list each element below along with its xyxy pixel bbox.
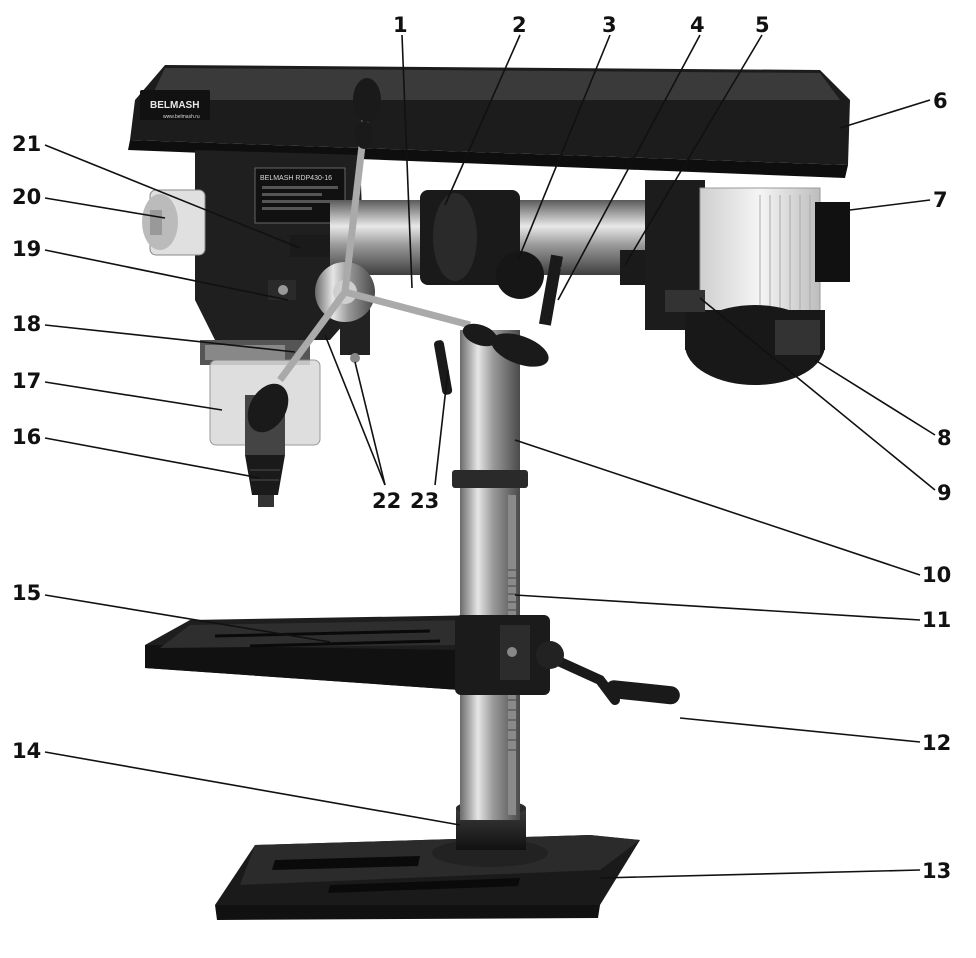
callout-9: 9	[937, 481, 952, 505]
brand-tagline: www.belmash.ru	[163, 114, 200, 120]
callout-14: 14	[12, 739, 41, 763]
leader-4	[557, 34, 701, 301]
callout-18: 18	[12, 312, 41, 336]
work-table	[145, 615, 490, 690]
leader-8	[814, 359, 936, 436]
callout-22: 22	[372, 489, 401, 513]
feed-handles	[247, 78, 549, 433]
leader-5	[624, 34, 763, 266]
leader-7	[849, 199, 931, 211]
leader-18	[44, 324, 296, 353]
callout-21: 21	[12, 132, 41, 156]
callout-8: 8	[937, 426, 952, 450]
callout-20: 20	[12, 185, 41, 209]
nameplate-title: BELMASH RDP430-16	[260, 175, 332, 182]
leader-13	[599, 869, 921, 879]
leader-17	[44, 381, 223, 411]
callout-6: 6	[933, 89, 948, 113]
callout-15: 15	[12, 581, 41, 605]
leader-20	[44, 197, 166, 219]
leader-10	[514, 439, 921, 576]
leader-12	[679, 717, 921, 743]
power-switch	[142, 189, 206, 256]
callout-11: 11	[922, 608, 951, 632]
callout-16: 16	[12, 425, 41, 449]
leader-21	[44, 144, 301, 249]
leader-2	[444, 34, 521, 206]
callout-5: 5	[755, 13, 770, 37]
leader-11	[514, 594, 921, 621]
callout-10: 10	[922, 563, 951, 587]
leader-6	[839, 99, 931, 129]
leader-16	[44, 437, 261, 479]
table-crank	[536, 641, 680, 705]
leader-3	[517, 34, 611, 261]
leader-22a	[324, 334, 386, 486]
callout-23: 23	[410, 489, 439, 513]
leader-22b	[354, 361, 386, 486]
callout-numbers: 1 2 3 4 5 6 7 8 9 10 11 12 13 14 15 16 1…	[12, 13, 952, 883]
leader-23	[434, 369, 449, 486]
leader-lines	[44, 34, 936, 879]
column	[452, 330, 528, 820]
callout-2: 2	[512, 13, 527, 37]
table-bracket	[455, 615, 550, 695]
leader-19	[44, 249, 289, 301]
callout-19: 19	[12, 237, 41, 261]
callout-1: 1	[393, 13, 408, 37]
callout-13: 13	[922, 859, 951, 883]
callout-4: 4	[690, 13, 705, 37]
callout-7: 7	[933, 188, 948, 212]
base	[215, 835, 640, 920]
leader-14	[44, 751, 461, 826]
brand-logo-text: BELMASH	[150, 100, 199, 111]
callout-3: 3	[602, 13, 617, 37]
callout-12: 12	[922, 731, 951, 755]
leader-1	[401, 34, 413, 289]
motor	[645, 180, 850, 385]
leader-15	[44, 594, 331, 643]
leader-9	[699, 297, 936, 491]
callout-17: 17	[12, 369, 41, 393]
